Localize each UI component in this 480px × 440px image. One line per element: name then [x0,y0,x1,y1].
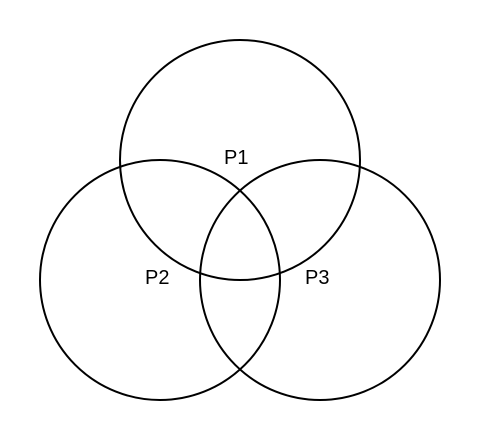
set-p2-circle [39,159,281,401]
set-p2-label: P2 [145,267,169,289]
set-p3-circle [199,159,441,401]
set-p3-label: P3 [305,267,329,289]
set-p1-label: P1 [224,147,248,169]
set-p1-circle [119,39,361,281]
